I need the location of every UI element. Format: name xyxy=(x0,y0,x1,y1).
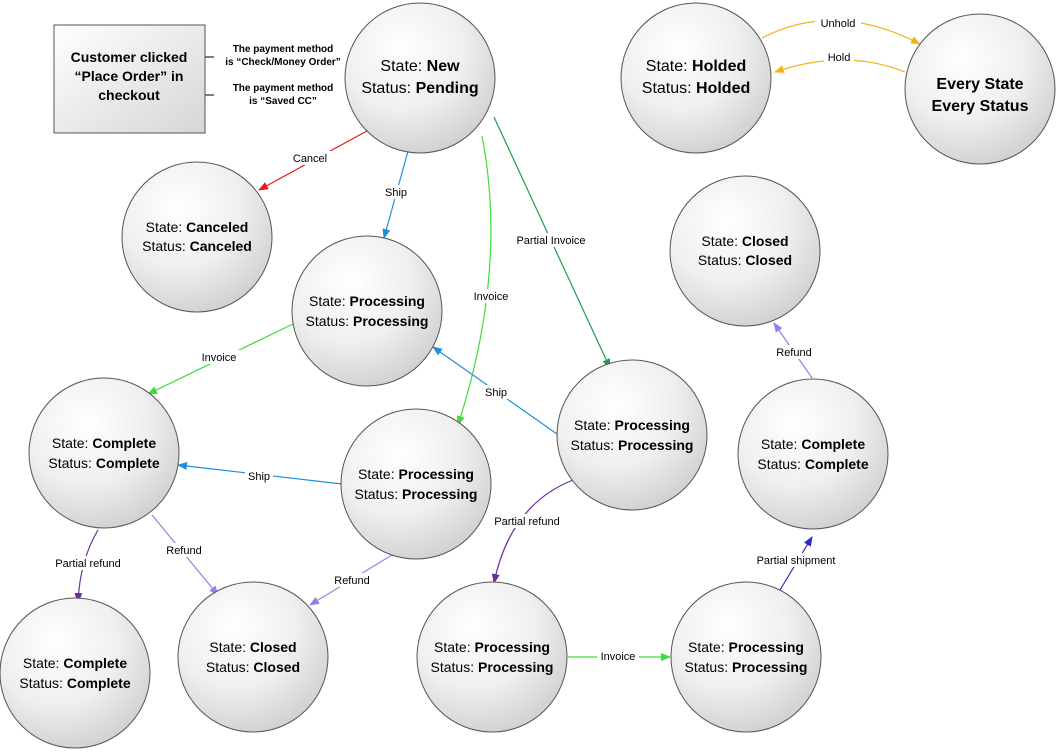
edge-hold-label: Hold xyxy=(828,52,851,64)
edge-invoice-a-label: Invoice xyxy=(202,352,237,364)
svg-text:State: Processing: State: Processing xyxy=(574,417,690,433)
edge-invoice-new xyxy=(456,135,492,426)
edge-ship-c-label: Ship xyxy=(485,387,507,399)
edge-partial-invoice-label: Partial Invoice xyxy=(516,235,585,247)
node-complete-bottom: State: Complete Status: Complete xyxy=(0,597,151,749)
svg-text:Status: Holded: Status: Holded xyxy=(642,80,750,97)
svg-text:Status: Closed: Status: Closed xyxy=(698,252,792,268)
svg-text:State: Processing: State: Processing xyxy=(358,466,474,482)
svg-text:State: Holded: State: Holded xyxy=(646,58,746,75)
edge-saved-label-1: The payment method xyxy=(233,83,334,94)
svg-text:State: Processing: State: Processing xyxy=(688,639,804,655)
edge-partial-refund-left-label: Partial refund xyxy=(55,558,120,570)
node-holded: State: Holded Status: Holded xyxy=(620,2,772,154)
edge-partial-refund-c xyxy=(491,479,574,584)
svg-text:Status: Pending: Status: Pending xyxy=(361,80,478,97)
edge-invoice-d-label: Invoice xyxy=(601,651,636,663)
svg-text:Status: Processing: Status: Processing xyxy=(306,313,429,329)
svg-text:Status: Processing: Status: Processing xyxy=(685,659,808,675)
edge-partial-shipment-label: Partial shipment xyxy=(757,555,836,567)
node-processing-a: State: Processing Status: Processing xyxy=(291,235,443,387)
svg-text:Status: Processing: Status: Processing xyxy=(355,486,478,502)
svg-text:Status: Complete: Status: Complete xyxy=(19,675,130,691)
svg-text:Every State: Every State xyxy=(936,76,1023,93)
svg-text:Status: Complete: Status: Complete xyxy=(757,456,868,472)
edge-partial-refund-c-label: Partial refund xyxy=(494,516,559,528)
edge-cancel-label: Cancel xyxy=(293,153,327,165)
svg-text:State: Closed: State: Closed xyxy=(209,639,296,655)
node-new-pending: State: New Status: Pending xyxy=(344,2,496,154)
start-box: Customer clicked “Place Order” in checko… xyxy=(53,24,206,134)
node-processing-b: State: Processing Status: Processing xyxy=(340,408,492,560)
node-closed-bottom: State: Closed Status: Closed xyxy=(177,581,329,733)
edge-check-label-1: The payment method xyxy=(233,44,334,55)
edge-ship-new-label: Ship xyxy=(385,187,407,199)
edge-refund-b-label: Refund xyxy=(334,575,369,587)
svg-text:State: Canceled: State: Canceled xyxy=(146,219,249,235)
node-canceled: State: Canceled Status: Canceled xyxy=(121,161,273,313)
svg-text:Status: Processing: Status: Processing xyxy=(431,659,554,675)
svg-text:State: Complete: State: Complete xyxy=(761,436,865,452)
edge-refund-right-label: Refund xyxy=(776,347,811,359)
start-line-1: Customer clicked xyxy=(71,49,188,65)
node-complete-right: State: Complete Status: Complete xyxy=(737,378,889,530)
start-line-3: checkout xyxy=(98,87,160,103)
edge-refund-left-label: Refund xyxy=(166,545,201,557)
node-processing-d: State: Processing Status: Processing xyxy=(416,581,568,733)
node-complete-left: State: Complete Status: Complete xyxy=(28,377,180,529)
node-closed-top: State: Closed Status: Closed xyxy=(669,175,821,327)
node-processing-e: State: Processing Status: Processing xyxy=(670,581,822,733)
svg-text:Every Status: Every Status xyxy=(932,98,1029,115)
svg-text:State: Processing: State: Processing xyxy=(434,639,550,655)
node-every-state: Every State Every Status xyxy=(904,13,1056,165)
svg-text:Status: Complete: Status: Complete xyxy=(48,455,159,471)
svg-text:Status: Closed: Status: Closed xyxy=(206,659,300,675)
edge-ship-b-label: Ship xyxy=(248,471,270,483)
svg-text:State: Complete: State: Complete xyxy=(23,655,127,671)
svg-text:Status: Processing: Status: Processing xyxy=(571,437,694,453)
svg-text:State: New: State: New xyxy=(380,58,460,75)
node-processing-c: State: Processing Status: Processing xyxy=(556,359,708,511)
svg-text:State: Processing: State: Processing xyxy=(309,293,425,309)
edge-unhold-label: Unhold xyxy=(821,18,856,30)
start-line-2: “Place Order” in xyxy=(75,68,184,84)
svg-text:State: Closed: State: Closed xyxy=(701,233,788,249)
edge-saved-label-2: is “Saved CC” xyxy=(249,96,317,107)
edge-invoice-new-label: Invoice xyxy=(474,291,509,303)
svg-text:Status: Canceled: Status: Canceled xyxy=(142,238,252,254)
edge-check-label-2: is “Check/Money Order” xyxy=(225,57,341,68)
svg-text:State: Complete: State: Complete xyxy=(52,435,156,451)
